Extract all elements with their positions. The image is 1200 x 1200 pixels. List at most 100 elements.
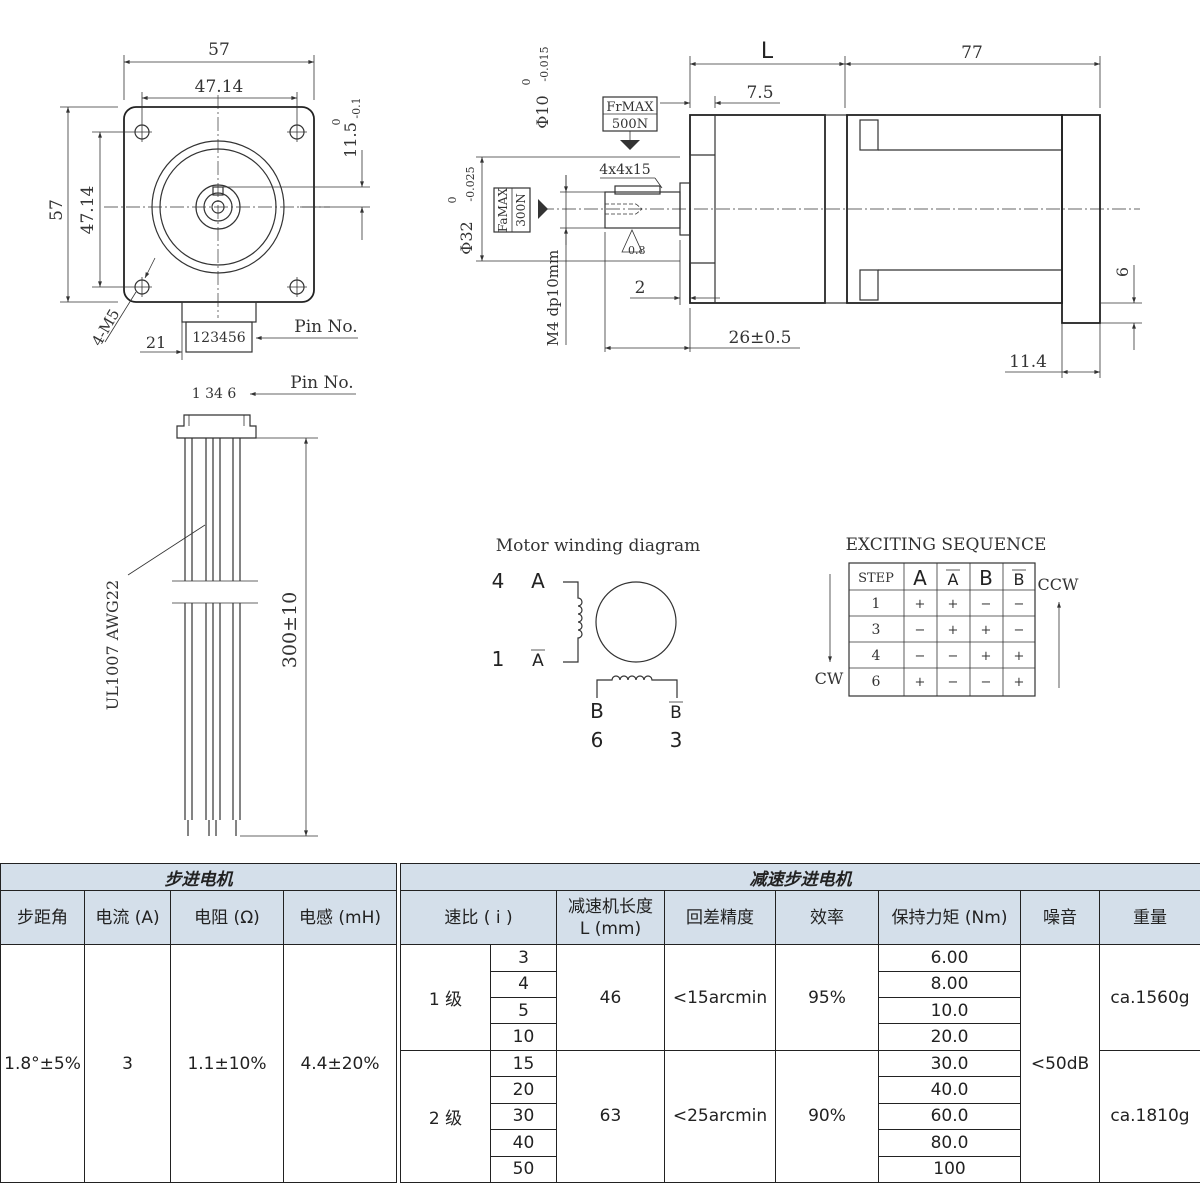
seq-header-step: STEP	[858, 571, 894, 586]
dim-hole-spacing-v-text: 47.14	[78, 186, 98, 235]
spec-table: 步进电机 减速步进电机 步距角 电流 (A) 电阻 (Ω) 电感 (mH) 速比…	[0, 862, 1200, 1184]
dim-motor-length: 77	[961, 43, 983, 63]
seq-step-number: 4	[872, 648, 881, 664]
cell-torque: 80.0	[878, 1129, 1021, 1157]
winding-pin-1: 1	[492, 647, 505, 671]
connector-pins-box	[185, 321, 253, 353]
wire-label: UL1007 AWG22	[103, 580, 122, 710]
cable-view: 1 34 6 Pin No. UL1007 AWG22 300±10	[103, 373, 356, 837]
cable-pin-numbers: 1 34 6	[192, 386, 237, 402]
cell-torque: 60.0	[878, 1102, 1021, 1131]
coil-a	[563, 581, 583, 663]
cell-ratio: 50	[490, 1155, 557, 1184]
connector-pin-numbers: 123456	[192, 330, 246, 346]
cell-stage1-label: 1 级	[400, 944, 491, 1051]
dim-hole-spacing-text: 47.14	[195, 77, 244, 97]
header-resistance: 电阻 (Ω)	[170, 890, 284, 946]
dim-length-L: L	[761, 39, 774, 64]
seq-cell-sign: +	[981, 623, 992, 638]
seq-header-a: A	[913, 566, 927, 590]
tol-shaft-upper: 0	[520, 79, 533, 86]
flange-dia-text: Φ32	[457, 221, 476, 254]
group-geared: 减速步进电机	[400, 862, 1200, 892]
group-stepper: 步进电机	[0, 862, 397, 892]
cell-stage1-weight: ca.1560g	[1099, 944, 1200, 1051]
dim-shaft-offset: 7.5	[746, 83, 773, 103]
dim-width-text: 57	[208, 40, 230, 60]
cell-stage1-efficiency: 95%	[775, 944, 879, 1051]
seq-step-number: 3	[872, 622, 881, 638]
cell-stage2-backlash: <25arcmin	[664, 1049, 776, 1184]
header-inductance: 电感 (mH)	[283, 890, 397, 946]
cell-ratio: 15	[490, 1049, 557, 1078]
seq-header-b: B	[979, 566, 993, 590]
hole-label-text: 4-M5	[88, 306, 123, 349]
seq-cell-sign: −	[981, 675, 992, 690]
header-ratio: 速比 ( i )	[400, 890, 557, 946]
sequence-title: EXCITING SEQUENCE	[846, 535, 1047, 555]
seq-step-number: 1	[872, 596, 881, 612]
seq-cell-sign: −	[915, 623, 926, 638]
cell-ratio: 4	[490, 970, 557, 999]
seq-cell-sign: +	[915, 597, 926, 612]
header-backlash: 回差精度	[664, 890, 776, 946]
cell-stage2-length: 63	[556, 1049, 665, 1184]
cell-stage2-weight: ca.1810g	[1099, 1049, 1200, 1184]
axial-load-arrow	[538, 199, 548, 219]
thread-label: M4 dp10mm	[544, 250, 562, 346]
cell-ratio: 30	[490, 1102, 557, 1131]
cell-stage2-efficiency: 90%	[775, 1049, 879, 1184]
tol-key-lower: -0.1	[350, 97, 363, 118]
seq-header-b-bar: B	[1014, 570, 1025, 589]
seq-cell-sign: +	[981, 649, 992, 664]
seq-cell-sign: +	[948, 597, 959, 612]
cell-ratio: 5	[490, 997, 557, 1025]
cell-current: 3	[84, 944, 171, 1183]
sequence-grid	[848, 562, 1036, 697]
header-torque: 保持力矩 (Nm)	[878, 890, 1021, 946]
cell-noise: <50dB	[1020, 944, 1100, 1183]
seq-header-a-bar: A	[948, 570, 959, 589]
dim-11-4: 11.4	[1009, 352, 1047, 372]
pin-label-cable: Pin No.	[290, 373, 353, 393]
cell-torque: 40.0	[878, 1076, 1021, 1104]
axial-load-value: 300N	[514, 193, 528, 226]
seq-cell-sign: −	[981, 597, 992, 612]
winding-diagram: Motor winding diagram 4 A 1 A B B 6 3	[492, 536, 701, 752]
seq-cell-sign: −	[948, 649, 959, 664]
axial-load-label: FaMAX	[496, 187, 510, 232]
header-noise: 噪音	[1020, 890, 1100, 946]
motor-endcap	[1061, 114, 1101, 324]
ccw-label: CCW	[1038, 575, 1079, 594]
cell-stage2-label: 2 级	[400, 1049, 491, 1184]
shaft-dia-text: Φ10	[533, 95, 552, 128]
dim-shaft-length: 26±0.5	[729, 328, 792, 348]
dim-key-depth-text: 11.5	[341, 122, 360, 158]
winding-label-b-bar: B	[670, 703, 682, 723]
cable-wires	[184, 438, 241, 836]
seq-cell-sign: +	[915, 675, 926, 690]
tol-key-upper: 0	[330, 119, 343, 126]
cell-torque: 30.0	[878, 1049, 1021, 1078]
seq-cell-sign: +	[1014, 675, 1025, 690]
key-label: 4x4x15	[599, 162, 650, 178]
winding-title: Motor winding diagram	[496, 536, 700, 556]
mount-holes	[132, 122, 307, 297]
output-shaft	[604, 191, 681, 229]
seq-cell-sign: +	[1014, 649, 1025, 664]
front-view: 123456 57 47.14 57 47.14 11.5 0 -0.1 4-M…	[47, 40, 370, 360]
tol-flange-upper: 0	[446, 197, 459, 204]
header-efficiency: 效率	[775, 890, 879, 946]
winding-pin-3: 3	[670, 728, 683, 752]
dim-2: 2	[635, 278, 646, 298]
seq-cell-sign: +	[948, 623, 959, 638]
cell-torque: 10.0	[878, 997, 1021, 1025]
header-gear-length-line2: L (mm)	[579, 918, 642, 939]
header-gear-length-line1: 减速机长度	[568, 896, 653, 917]
cell-ratio: 3	[490, 944, 557, 972]
roughness-value: 0.8	[628, 244, 646, 257]
cell-inductance: 4.4±20%	[283, 944, 397, 1183]
radial-load-arrow	[620, 140, 640, 150]
header-step-angle: 步距角	[0, 890, 85, 946]
